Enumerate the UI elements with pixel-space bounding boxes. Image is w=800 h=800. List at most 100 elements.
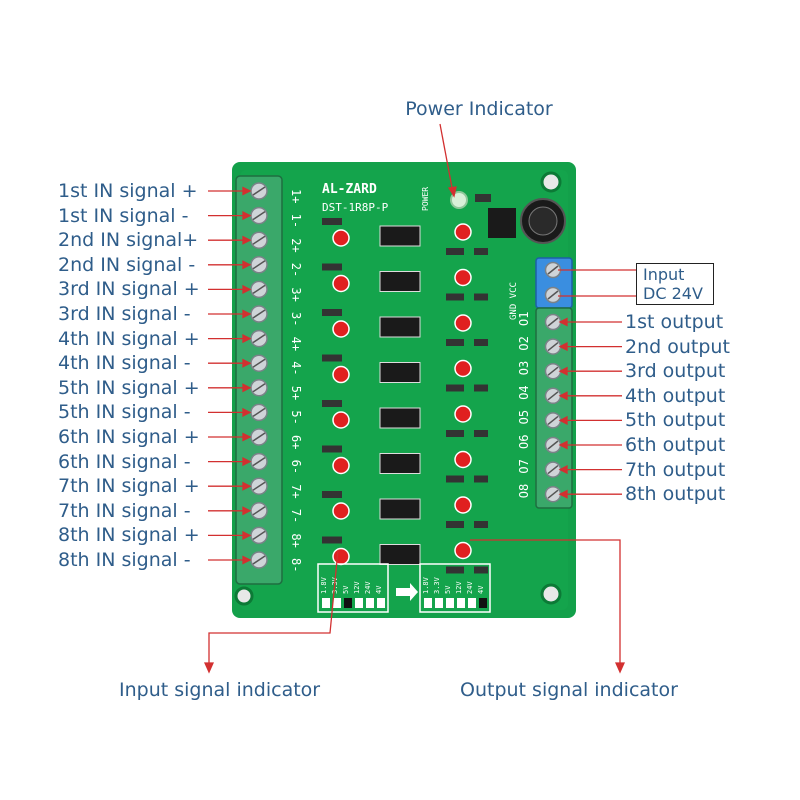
- input-pin-label: 4-: [289, 361, 303, 375]
- resistor: [474, 293, 488, 301]
- pointer-arrowhead: [558, 317, 568, 327]
- voltage-option-label: 12V: [353, 581, 361, 594]
- resistor: [474, 430, 488, 437]
- pointer-arrowhead: [558, 342, 568, 352]
- output-signal-label: 7th output: [625, 458, 726, 481]
- output-pin-label: O7: [517, 459, 531, 473]
- output-terminal-block: [535, 307, 573, 509]
- input-pin-label: 8-: [289, 558, 303, 572]
- resistor: [446, 521, 464, 528]
- optocoupler-chip: [379, 453, 421, 474]
- output-signal-label: 6th output: [625, 434, 726, 456]
- output-pin-label: O2: [517, 336, 531, 350]
- output-pin-label: O8: [517, 484, 531, 498]
- input-power-line1: Input: [643, 265, 685, 284]
- resistor: [474, 521, 488, 528]
- input-pin-label: 2+: [289, 238, 303, 252]
- resistor: [474, 475, 488, 483]
- pointer-arrowhead: [242, 530, 252, 540]
- optocoupler-chip: [379, 362, 421, 383]
- optocoupler-chip: [379, 407, 421, 429]
- power-indicator-label: Power Indicator: [405, 98, 553, 120]
- jumper-pad: [322, 598, 330, 608]
- pointer-arrowhead: [242, 186, 252, 196]
- mounting-hole: [540, 171, 562, 193]
- optocoupler-chip: [379, 316, 421, 338]
- jumper-pad: [377, 598, 385, 608]
- output-pin-label: O4: [517, 385, 531, 399]
- input-power-box: Input DC 24V: [636, 263, 714, 305]
- power-silk: POWER: [421, 187, 430, 211]
- optocoupler-chip: [379, 271, 421, 292]
- jumper-pad: [435, 598, 443, 608]
- input-signal-label: 1st IN signal -: [58, 204, 189, 227]
- output-pin-label: O5: [517, 410, 531, 424]
- pointer-arrowhead: [614, 662, 626, 674]
- input-pin-label: 1-: [289, 214, 303, 228]
- pointer-arrowhead: [558, 415, 568, 425]
- input-signal-label: 6th IN signal +: [58, 426, 200, 448]
- input-signal-label: 3rd IN signal +: [58, 278, 200, 301]
- input-pin-label: 8+: [289, 533, 303, 547]
- input-pin-label: 5+: [289, 386, 303, 400]
- resistor: [322, 309, 342, 316]
- input-indicator-led: [332, 320, 350, 338]
- input-signal-label: 8th IN signal +: [58, 524, 200, 547]
- input-indicator-led: [332, 411, 350, 429]
- jumper-pad: [479, 598, 487, 608]
- resistor: [446, 339, 464, 346]
- resistor: [446, 248, 464, 255]
- output-voltage-jumper: [419, 563, 491, 613]
- resistor: [446, 384, 464, 392]
- output-pin-label: O1: [517, 312, 531, 326]
- input-signal-label: 7th IN signal +: [58, 475, 200, 498]
- pointer-arrowhead: [242, 309, 252, 319]
- input-signal-label: 4th IN signal -: [58, 352, 191, 375]
- resistor: [474, 339, 488, 346]
- input-indicator-led: [332, 502, 350, 520]
- voltage-option-label: 1.8V: [422, 576, 430, 594]
- input-voltage-jumper: [317, 563, 389, 613]
- jumper-pad: [457, 598, 465, 608]
- output-pin-label: O3: [517, 361, 531, 375]
- mounting-hole: [540, 583, 562, 605]
- input-pin-label: 3+: [289, 287, 303, 301]
- resistor: [322, 263, 342, 271]
- input-pin-label: 1+: [289, 189, 303, 203]
- resistor: [322, 445, 342, 453]
- pointer-arrowhead: [242, 284, 252, 294]
- pcb-inner-shade: [240, 170, 568, 610]
- output-pin-label: O6: [517, 435, 531, 449]
- output-indicator-led: [454, 223, 472, 241]
- jumper-pad: [366, 598, 374, 608]
- pointer-arrowhead: [242, 260, 252, 270]
- resistor: [446, 430, 464, 437]
- input-signal-label: 2nd IN signal+: [58, 229, 199, 252]
- input-pin-label: 7+: [289, 484, 303, 498]
- resistor: [322, 536, 342, 544]
- resistor: [322, 400, 342, 407]
- input-signal-label: 2nd IN signal -: [58, 253, 196, 276]
- resistor: [446, 566, 464, 574]
- mounting-hole: [234, 586, 254, 606]
- input-pin-label: 6-: [289, 460, 303, 474]
- input-signal-label: 8th IN signal -: [58, 549, 191, 571]
- output-signal-label: 4th output: [625, 384, 726, 407]
- pointer-arrowhead: [558, 391, 568, 401]
- voltage-option-label: 4V: [477, 585, 485, 594]
- pointer-arrowhead: [242, 432, 252, 442]
- pointer-arrowhead: [558, 440, 568, 450]
- output-indicator-led: [454, 314, 472, 332]
- resistor: [446, 293, 464, 301]
- optocoupler-chip: [379, 225, 421, 247]
- voltage-option-label: 1.8V: [320, 576, 328, 594]
- input-signal-label: 3rd IN signal -: [58, 303, 191, 325]
- pointer-line: [470, 539, 621, 668]
- pointer-arrowhead: [242, 383, 252, 393]
- pointer-arrowhead: [242, 555, 252, 565]
- pointer-arrowhead: [242, 457, 252, 467]
- input-signal-label: 5th IN signal +: [58, 376, 200, 399]
- pointer-arrowhead: [242, 407, 252, 417]
- resistor: [474, 248, 488, 255]
